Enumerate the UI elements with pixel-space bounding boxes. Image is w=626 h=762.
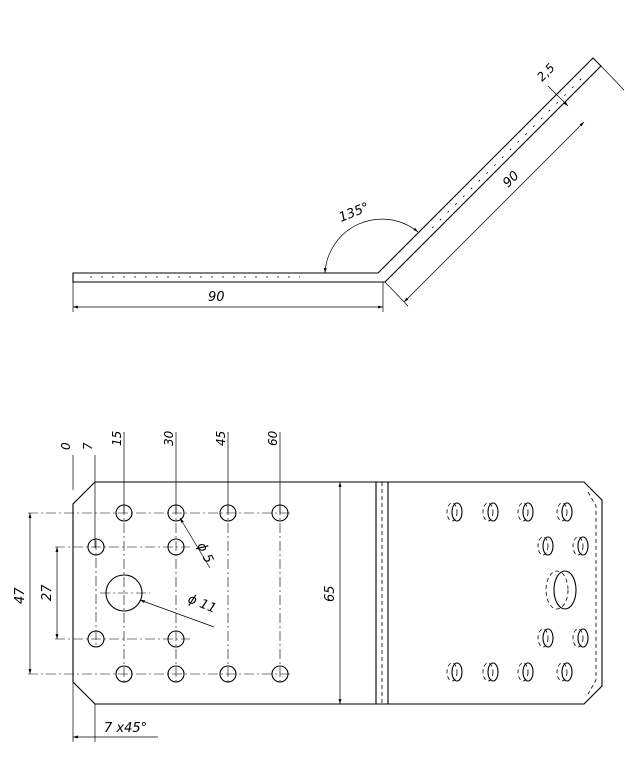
ellipse-hole <box>482 662 499 682</box>
ellipse-hole <box>517 502 534 522</box>
hole <box>167 630 185 648</box>
hole <box>167 665 185 683</box>
hole <box>271 665 289 683</box>
phi11-label: ϕ 11 <box>186 592 219 617</box>
angle-label: 135° <box>337 200 372 226</box>
ellipse-hole <box>572 628 589 648</box>
hole <box>219 504 237 522</box>
hole <box>167 504 185 522</box>
ellipse-hole <box>517 662 534 682</box>
hole <box>219 665 237 683</box>
thickness-label: 2,5 <box>534 61 557 84</box>
phi5-label: ϕ 5 <box>193 540 215 565</box>
thickness-leader <box>547 85 569 107</box>
ellipse-hole <box>572 536 589 556</box>
dim-47-label: 47 <box>13 587 28 604</box>
tick-7: 7 <box>81 442 95 450</box>
leader-phi11 <box>139 599 215 628</box>
ellipse-hole <box>537 536 554 556</box>
holes-right <box>446 502 589 682</box>
ellipse-hole <box>446 662 463 682</box>
tick-30: 30 <box>162 430 176 446</box>
tick-45: 45 <box>214 431 228 446</box>
hole <box>115 665 133 683</box>
side-view: 90 135° 90 2,5 <box>72 57 625 312</box>
x-ticks: 0 7 15 30 45 60 <box>59 430 281 548</box>
tick-0: 0 <box>59 442 73 450</box>
center-lines <box>28 505 290 682</box>
dim-27-label: 27 <box>40 584 55 601</box>
ellipse-hole <box>446 502 463 522</box>
plate-outline <box>72 481 603 705</box>
large-hole <box>105 574 143 612</box>
ellipse-hole <box>556 502 573 522</box>
hole <box>115 504 133 522</box>
holes-left <box>87 504 289 683</box>
hole <box>87 630 105 648</box>
dim-horizontal-label: 90 <box>208 290 225 305</box>
plan-view: 0 7 15 30 45 60 <box>13 430 603 742</box>
right-edge-hidden <box>587 491 597 695</box>
ellipse-hole <box>482 502 499 522</box>
bracket-profile <box>72 57 602 283</box>
ext-line-tip <box>600 65 625 91</box>
hole <box>87 538 105 556</box>
dim-angled-label: 90 <box>500 169 522 191</box>
tick-60: 60 <box>266 430 280 446</box>
ext-line-bend <box>384 281 409 307</box>
chamfer-label: 7 x45° <box>104 721 147 736</box>
ellipse-hole <box>556 662 573 682</box>
ellipse-hole <box>537 628 554 648</box>
hole <box>167 538 185 556</box>
angle-arc <box>323 218 419 274</box>
tick-15: 15 <box>110 431 124 446</box>
hole-marks-angled <box>431 77 583 229</box>
dim-65-label: 65 <box>323 585 338 602</box>
leader-phi5 <box>179 517 211 569</box>
dim-line-angled <box>403 121 585 303</box>
hole <box>271 504 289 522</box>
ellipse-hole-large <box>545 570 577 610</box>
